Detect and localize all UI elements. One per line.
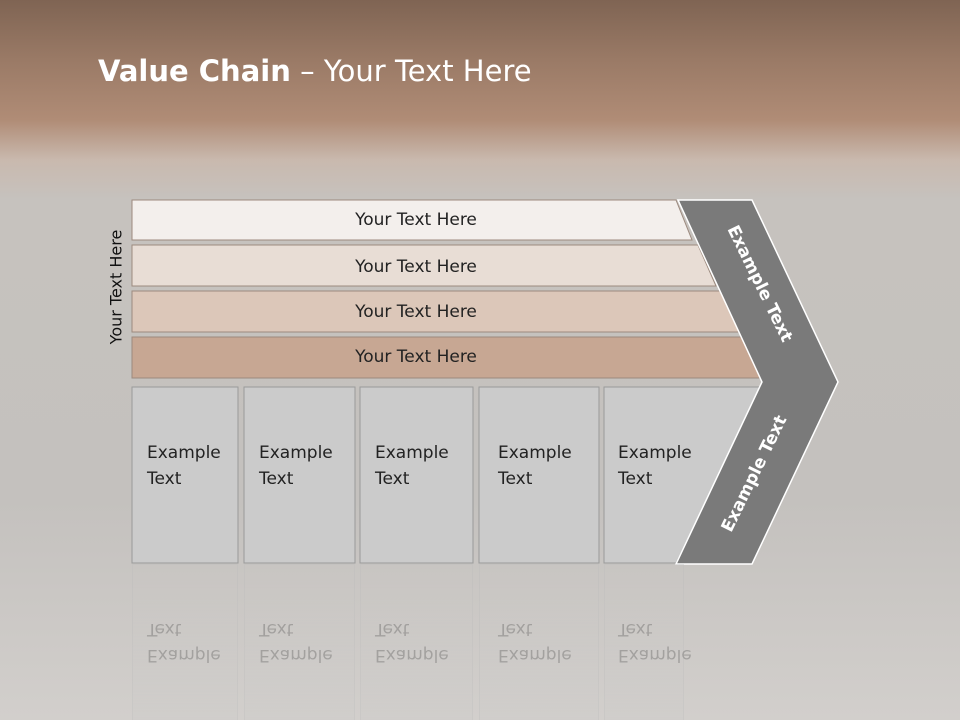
bar-1[interactable] (131, 199, 693, 241)
box-2-label: Example Text (259, 443, 333, 489)
reflection-label-1: Example Text (147, 619, 221, 665)
title-separator: – (290, 54, 324, 88)
reflection-label-2: Example Text (259, 619, 333, 665)
box-3-label: Example Text (375, 443, 449, 489)
diagram-reflection: Example Text Example Text Example Text E… (0, 564, 960, 720)
box-1-label: Example Text (147, 443, 221, 489)
bar-2[interactable] (131, 244, 717, 287)
bar-4-label: Your Text Here (354, 347, 477, 367)
bar-3-label: Your Text Here (354, 302, 477, 322)
title-bold: Value Chain (98, 54, 291, 88)
box-3[interactable] (359, 386, 474, 564)
chevron-arrow[interactable] (674, 199, 839, 565)
bar-2-label: Your Text Here (354, 257, 477, 277)
box-5-label: Example Text (618, 443, 692, 489)
title-rest: Your Text Here (323, 54, 532, 88)
reflection-label-3: Example Text (375, 619, 449, 665)
reflection-label-4: Example Text (498, 619, 572, 665)
box-4[interactable] (478, 386, 600, 564)
box-4-label: Example Text (498, 443, 572, 489)
slide-title: Value Chain – Your Text Here (98, 54, 532, 88)
box-2[interactable] (243, 386, 356, 564)
bar-1-label: Your Text Here (354, 210, 477, 230)
box-1[interactable] (131, 386, 239, 564)
reflection-label-5: Example Text (618, 619, 692, 665)
